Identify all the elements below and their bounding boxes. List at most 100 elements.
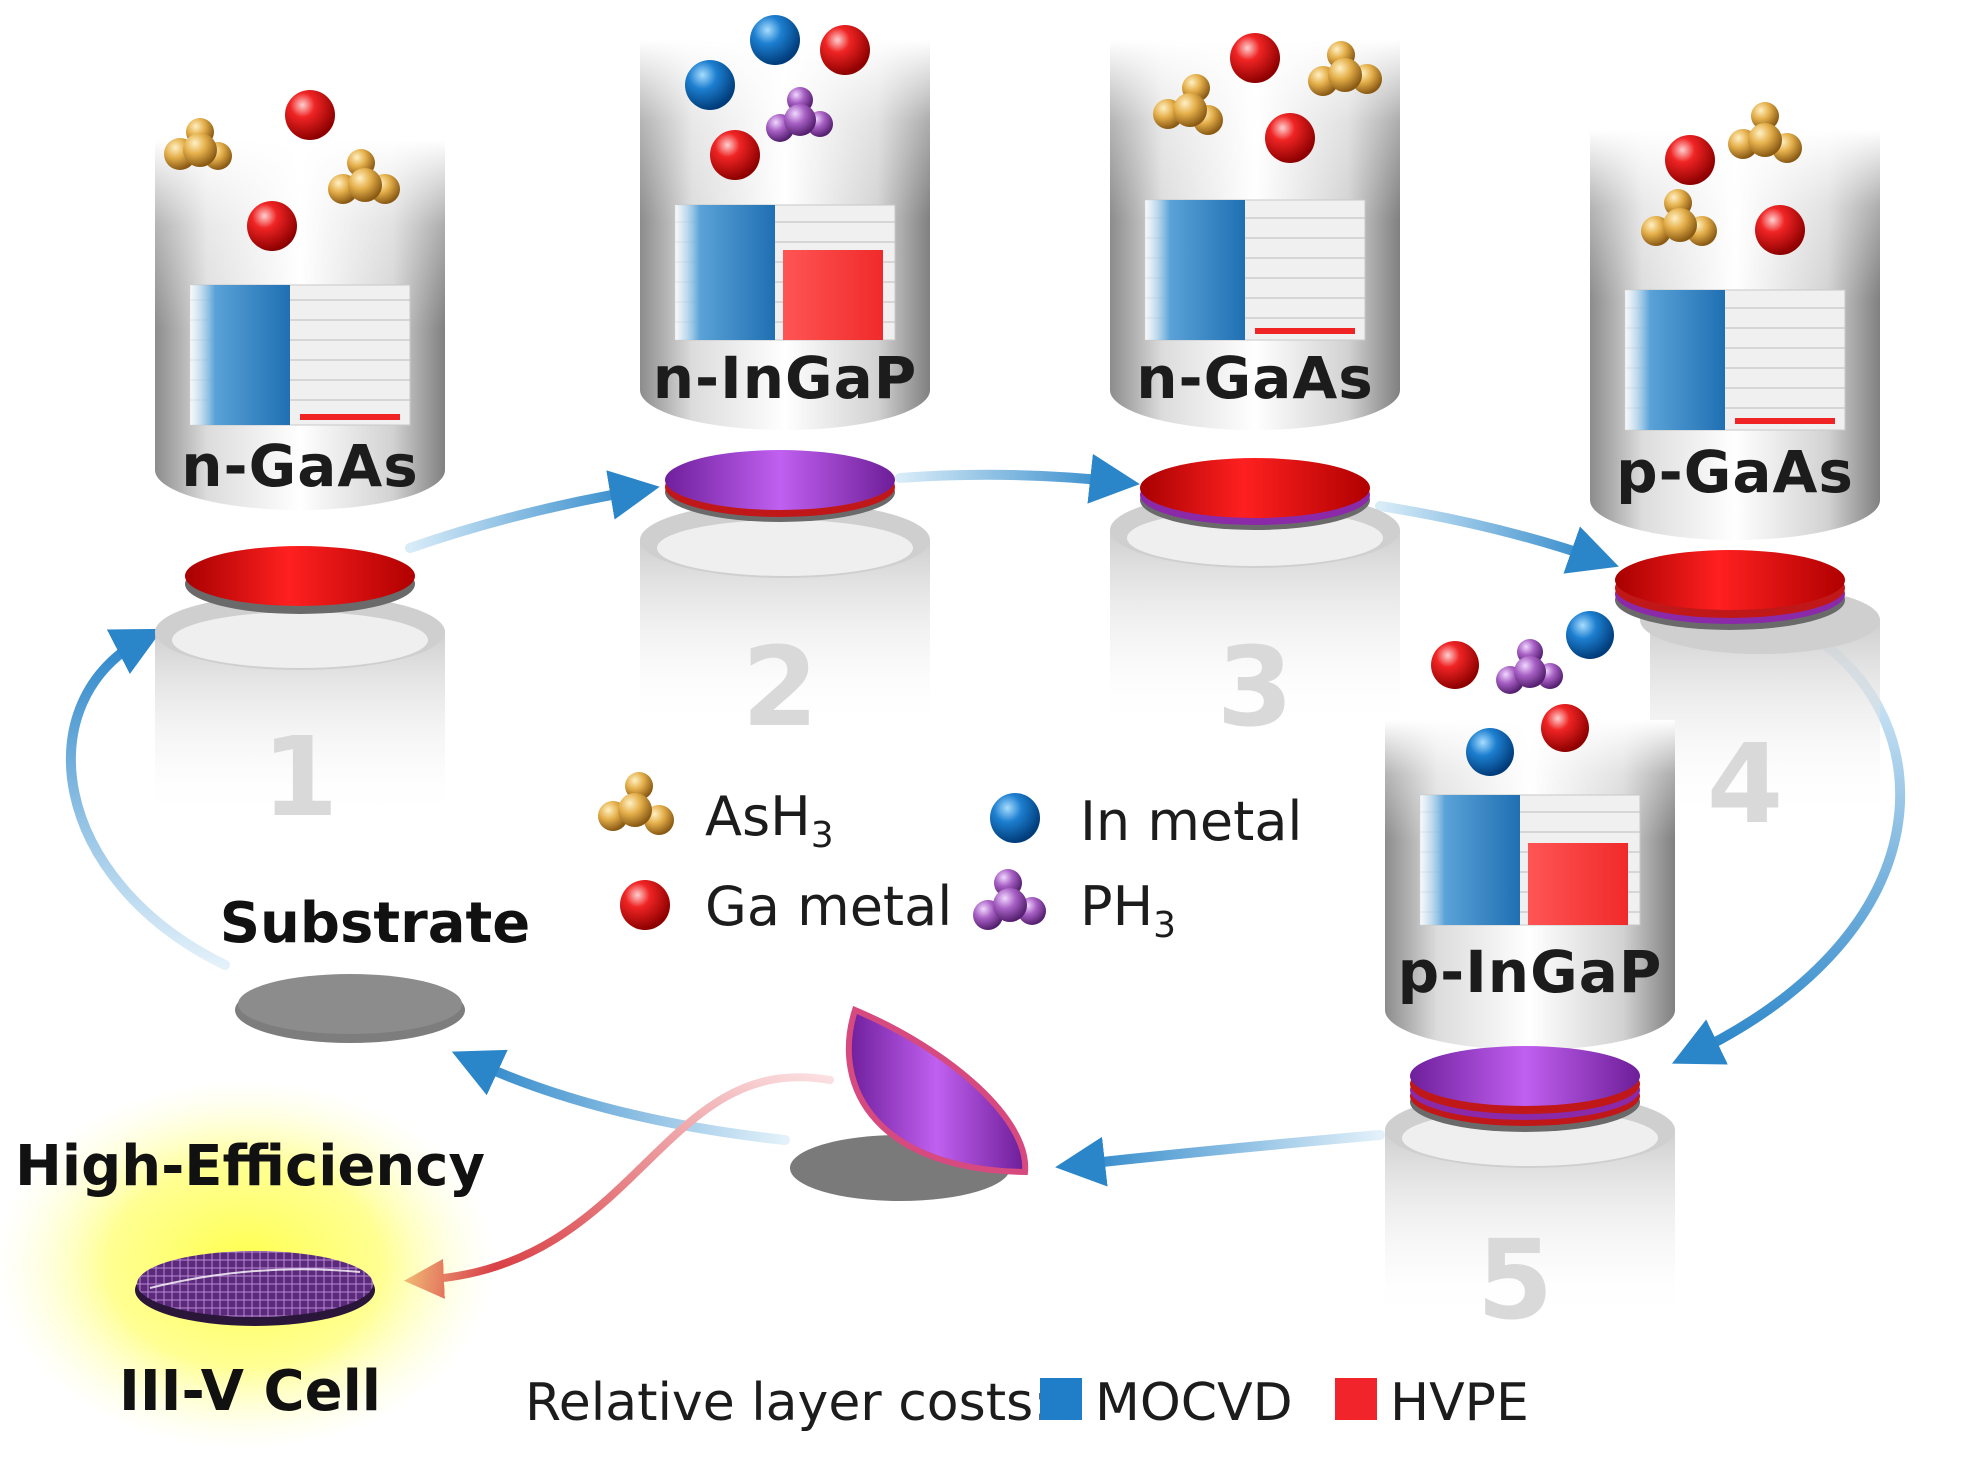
chamber-5: p-InGaP 5	[1385, 720, 1675, 1344]
ga-atom	[1755, 205, 1805, 255]
arrow-5-to-liftoff	[1055, 1130, 1385, 1187]
chamber-2-number: 2	[742, 623, 819, 751]
chamber-4-cost-chart	[1624, 289, 1846, 431]
ph3-icon	[973, 869, 1046, 930]
mocvd-swatch	[1040, 1378, 1082, 1420]
liftoff-peeled-layer	[845, 1005, 1029, 1176]
arrow-liftoff-to-substrate	[451, 1049, 790, 1145]
chamber-2-mocvd-bar	[675, 205, 775, 340]
cell-label-bottom: III-V Cell	[119, 1359, 381, 1424]
legend-in-metal-label: In metal	[1080, 790, 1302, 853]
legend-ash3-subscript: 3	[811, 815, 834, 856]
arrow-2-to-3	[895, 453, 1140, 504]
chamber-2-wafer	[665, 450, 895, 522]
svg-text:PH3: PH3	[1080, 875, 1176, 946]
chamber-3-hvpe-bar	[1255, 328, 1355, 334]
ash3-molecule	[1308, 41, 1382, 96]
chamber-1-label: n-GaAs	[181, 432, 419, 500]
hvpe-swatch	[1335, 1378, 1377, 1420]
chamber-3-mocvd-bar	[1145, 200, 1245, 340]
chamber-2-label: n-InGaP	[653, 344, 918, 412]
in-atom	[1466, 728, 1514, 776]
chamber-5-label: p-InGaP	[1398, 938, 1663, 1006]
chamber-2-hvpe-bar	[783, 250, 883, 340]
legend-ga-metal: Ga metal	[620, 875, 952, 938]
chamber-5-number: 5	[1477, 1216, 1554, 1344]
arrow-liftoff-to-cell	[404, 1073, 834, 1299]
legend-ash3: AsH3	[598, 772, 834, 856]
legend-ph3: PH3	[973, 869, 1176, 946]
chamber-4-hvpe-bar	[1735, 418, 1835, 424]
chamber-5-mocvd-bar	[1420, 795, 1520, 925]
chamber-2: n-InGaP 2	[640, 40, 930, 751]
cost-legend: Relative layer costs: MOCVD HVPE	[525, 1373, 1529, 1433]
chamber-4-mocvd-bar	[1625, 290, 1725, 430]
chamber-5-hvpe-bar	[1528, 843, 1628, 925]
hvpe-label: HVPE	[1390, 1373, 1529, 1433]
chamber-1: n-GaAs 1	[155, 140, 445, 841]
chamber-3-cost-chart	[1144, 199, 1366, 341]
ash3-molecule	[1153, 74, 1223, 135]
chamber-5-wafer	[1410, 1046, 1640, 1132]
ga-metal-icon	[620, 880, 670, 930]
chamber-5-cost-chart	[1419, 794, 1641, 926]
legend-in-metal: In metal	[990, 790, 1302, 853]
ga-atom	[1431, 641, 1479, 689]
chamber-1-mocvd-bar	[190, 285, 290, 425]
cell-wafer	[137, 1251, 373, 1317]
chamber-2-lower-cylinder	[640, 540, 930, 730]
in-atom	[750, 15, 800, 65]
chamber-4-wafer	[1615, 550, 1845, 630]
chamber-3-number: 3	[1217, 623, 1294, 751]
arrow-1-to-2	[405, 470, 660, 553]
ga-atom	[710, 130, 760, 180]
species-legend: AsH3 Ga metal In metal PH3	[598, 772, 1302, 946]
ga-atom	[820, 25, 870, 75]
arrow-substrate-to-1	[66, 628, 230, 970]
chamber-1-wafer	[185, 546, 415, 614]
chamber-4-lower-cylinder	[1650, 620, 1880, 820]
high-efficiency-cell: High-Efficiency III-V Cell	[0, 1080, 495, 1450]
ga-atom	[1665, 135, 1715, 185]
cost-legend-title: Relative layer costs:	[525, 1373, 1051, 1433]
ga-atom	[285, 90, 335, 140]
chamber-3-lower-cylinder	[1110, 530, 1400, 730]
cell-label-top: High-Efficiency	[15, 1134, 485, 1199]
chamber-1-cost-chart	[189, 284, 411, 426]
legend-ph3-subscript: 3	[1153, 905, 1176, 946]
ash3-icon	[598, 772, 674, 835]
chamber-1-lower-cylinder	[155, 630, 445, 820]
arrow-3-to-4	[1375, 501, 1619, 574]
liftoff-wafer	[790, 1005, 1029, 1201]
in-metal-icon	[990, 793, 1040, 843]
ga-atom	[1541, 704, 1589, 752]
chamber-3-wafer	[1140, 458, 1370, 530]
ash3-molecule	[1641, 189, 1717, 246]
substrate-label: Substrate	[220, 891, 531, 956]
legend-ph3-label: PH	[1080, 875, 1153, 938]
chamber-4-label: p-GaAs	[1616, 438, 1854, 506]
chamber-3-label: n-GaAs	[1136, 344, 1374, 412]
legend-ga-metal-label: Ga metal	[705, 875, 952, 938]
chamber-3: n-GaAs 3	[1110, 40, 1400, 751]
substrate: Substrate	[220, 891, 531, 1043]
ga-atom	[247, 201, 297, 251]
svg-text:AsH3: AsH3	[705, 785, 834, 856]
in-atom	[685, 60, 735, 110]
molecules	[164, 15, 1805, 776]
chamber-1-hvpe-bar	[300, 414, 400, 420]
ash3-molecule	[328, 149, 400, 204]
ph3-molecule	[1496, 639, 1563, 694]
ph3-molecule	[766, 87, 833, 142]
chamber-2-cost-chart	[674, 204, 896, 341]
chamber-1-number: 1	[262, 713, 339, 841]
ga-atom	[1265, 113, 1315, 163]
legend-ash3-label: AsH	[705, 785, 811, 848]
chamber-4-number: 4	[1707, 720, 1784, 848]
chamber-5-lower-cylinder	[1385, 1130, 1675, 1320]
mocvd-label: MOCVD	[1095, 1373, 1293, 1433]
ash3-molecule	[164, 118, 232, 170]
ga-atom	[1230, 33, 1280, 83]
ash3-molecule	[1728, 102, 1802, 163]
